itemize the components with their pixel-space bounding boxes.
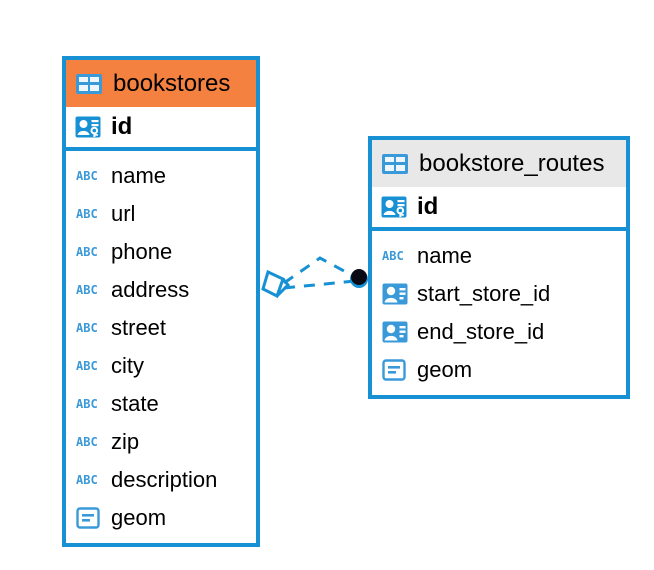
text-type-icon: ABC: [76, 397, 102, 411]
foreign-key-icon: [382, 282, 408, 306]
field-label: name: [417, 243, 473, 268]
field-row[interactable]: geom: [66, 499, 256, 537]
svg-text:ABC: ABC: [76, 397, 98, 411]
text-type-icon: ABC: [76, 359, 102, 373]
text-type-icon: ABC: [76, 283, 102, 297]
entity-header: bookstores: [66, 60, 256, 107]
field-row[interactable]: ABC url: [66, 195, 256, 233]
field-label: city: [111, 353, 144, 378]
field-row[interactable]: ABC name: [66, 157, 256, 195]
field-row[interactable]: ABC city: [66, 347, 256, 385]
field-row[interactable]: ABC state: [66, 385, 256, 423]
primary-key-row[interactable]: id: [66, 107, 256, 151]
field-label: end_store_id: [417, 319, 545, 344]
field-row[interactable]: ABC phone: [66, 233, 256, 271]
primary-key-label: id: [417, 193, 439, 220]
field-row[interactable]: ABC zip: [66, 423, 256, 461]
svg-text:ABC: ABC: [76, 245, 98, 259]
field-label: name: [111, 163, 167, 188]
primary-key-icon: [75, 115, 101, 139]
field-row[interactable]: start_store_id: [372, 275, 626, 313]
text-type-icon: ABC: [76, 207, 102, 221]
svg-text:ABC: ABC: [76, 473, 98, 487]
relationship-line-lower: [283, 279, 356, 290]
field-list: ABC name ABC url ABC p: [66, 151, 256, 543]
field-row[interactable]: geom: [372, 351, 626, 389]
primary-key-label: id: [111, 113, 133, 140]
entity-name: bookstores: [113, 69, 231, 97]
field-row[interactable]: ABC street: [66, 309, 256, 347]
svg-text:ABC: ABC: [76, 435, 98, 449]
entity-header: bookstore_routes: [372, 140, 626, 187]
geometry-type-icon: [382, 358, 408, 382]
field-label: address: [111, 277, 190, 302]
field-label: geom: [417, 357, 473, 382]
field-label: description: [111, 467, 218, 492]
text-type-icon: ABC: [76, 473, 102, 487]
field-label: geom: [111, 505, 167, 530]
table-icon: [381, 153, 409, 175]
field-row[interactable]: ABC address: [66, 271, 256, 309]
text-type-icon: ABC: [76, 321, 102, 335]
text-type-icon: ABC: [76, 169, 102, 183]
field-label: url: [111, 201, 136, 226]
primary-key-row[interactable]: id: [372, 187, 626, 231]
svg-text:ABC: ABC: [76, 169, 98, 183]
field-label: start_store_id: [417, 281, 551, 306]
text-type-icon: ABC: [76, 245, 102, 259]
field-row[interactable]: ABC description: [66, 461, 256, 499]
text-type-icon: ABC: [76, 435, 102, 449]
primary-key-icon: [381, 195, 407, 219]
svg-text:ABC: ABC: [76, 359, 98, 373]
text-type-icon: ABC: [382, 249, 408, 263]
field-list: ABC name start_store_id: [372, 231, 626, 395]
svg-text:ABC: ABC: [76, 207, 98, 221]
svg-text:ABC: ABC: [382, 249, 404, 263]
field-row[interactable]: ABC name: [372, 237, 626, 275]
crows-foot-diamond-icon: [261, 269, 291, 299]
geometry-type-icon: [76, 506, 102, 530]
table-icon: [75, 73, 103, 95]
entity-name: bookstore_routes: [419, 149, 605, 177]
foreign-key-icon: [382, 320, 408, 344]
field-row[interactable]: end_store_id: [372, 313, 626, 351]
svg-text:ABC: ABC: [76, 283, 98, 297]
entity-table-bookstores[interactable]: bookstores id: [62, 56, 260, 547]
field-label: phone: [111, 239, 173, 264]
entity-table-bookstore-routes[interactable]: bookstore_routes id: [368, 136, 630, 399]
field-label: street: [111, 315, 167, 340]
filled-circle-icon: [350, 269, 368, 288]
field-label: zip: [111, 429, 140, 454]
relationship-line-upper: [283, 256, 358, 285]
field-label: state: [111, 391, 159, 416]
svg-text:ABC: ABC: [76, 321, 98, 335]
